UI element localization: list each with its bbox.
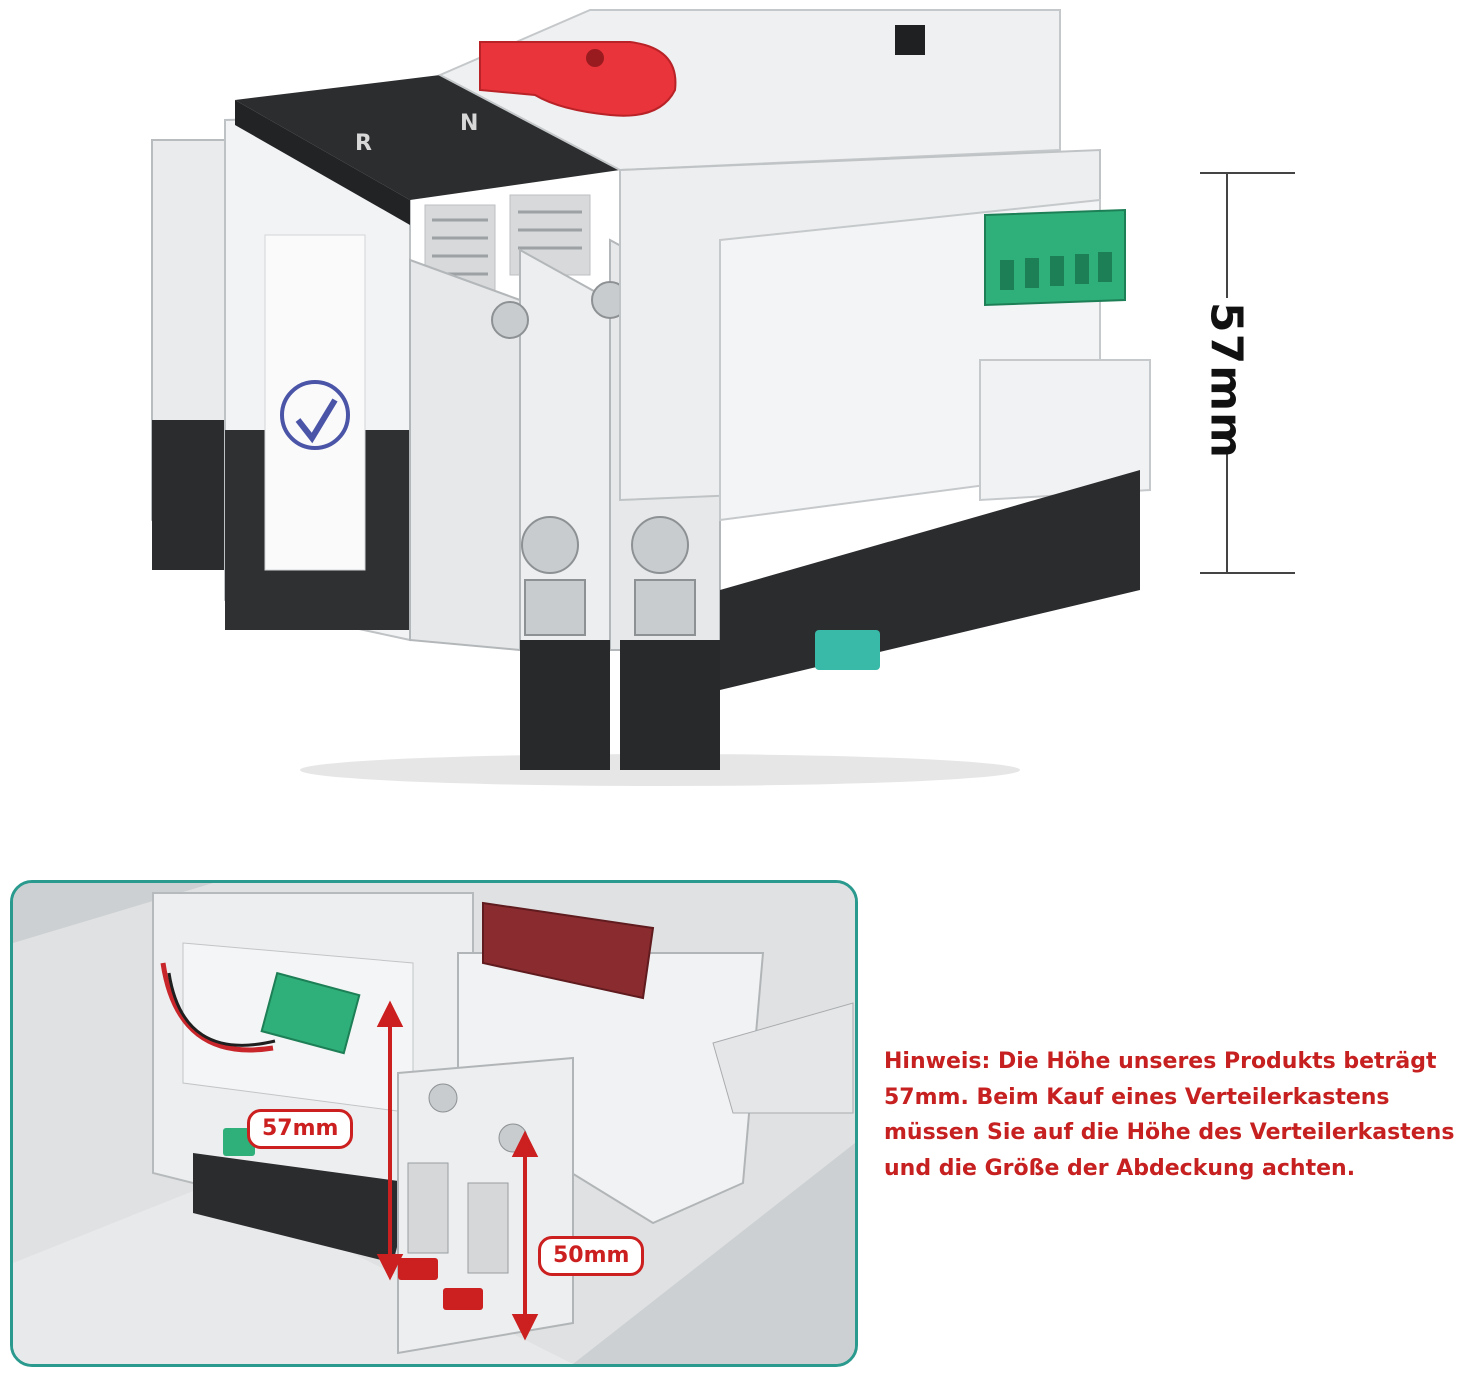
svg-text:N: N bbox=[460, 111, 478, 136]
height-tag-50mm: 50mm bbox=[538, 1236, 645, 1276]
height-dimension-line bbox=[1200, 172, 1295, 574]
height-tag-57mm: 57mm bbox=[247, 1109, 354, 1149]
height-dimension-label: 57mm bbox=[1200, 301, 1252, 459]
installation-photo-illustration bbox=[13, 883, 855, 1364]
installation-note: Hinweis: Die Höhe unseres Produkts beträ… bbox=[884, 1049, 1455, 1181]
installation-photo: 57mm 50mm bbox=[10, 880, 858, 1367]
ats-switch-product-image: R N bbox=[151, 9, 1151, 786]
svg-text:R: R bbox=[355, 131, 372, 156]
